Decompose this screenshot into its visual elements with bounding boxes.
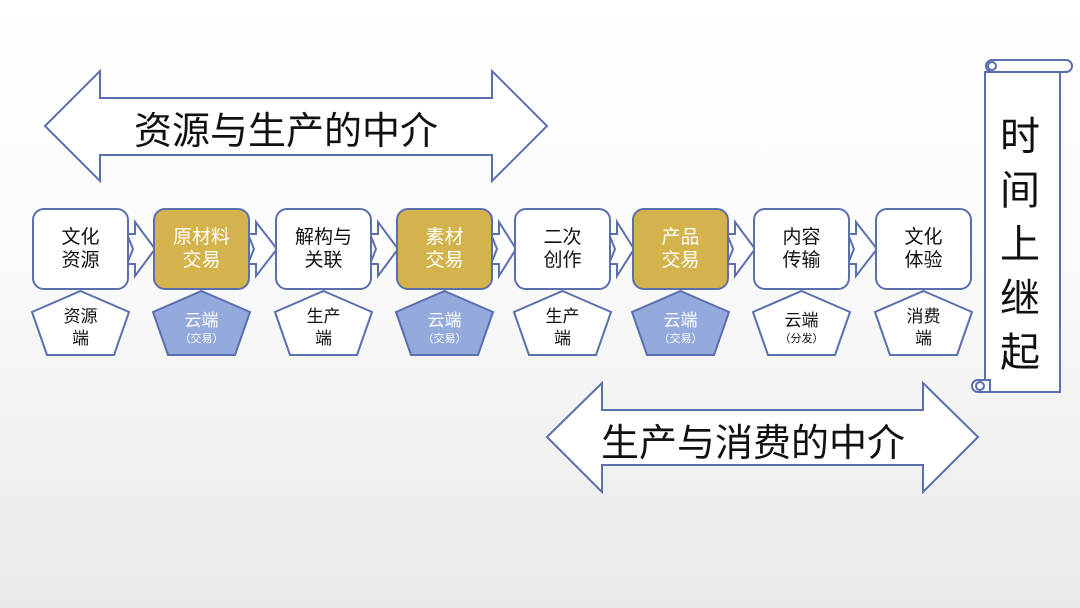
pentagon-shape — [873, 289, 974, 356]
pentagon-shape — [394, 289, 495, 356]
step-line1: 原材料 — [172, 226, 230, 248]
process-step-box: 原材料交易 — [153, 208, 250, 290]
endpoint-label: 消费端 — [875, 306, 972, 350]
step-line2: 资源 — [61, 249, 100, 271]
step-line2: 交易 — [182, 249, 221, 271]
endpoint-label: 云端（交易） — [396, 310, 493, 346]
chevron-arrow — [607, 218, 636, 280]
step-line1: 二次 — [543, 226, 582, 248]
scroll-shape — [971, 59, 1073, 393]
chevron-arrow — [368, 218, 400, 280]
chevron-arrow — [246, 219, 279, 279]
chevron-arrow — [489, 218, 518, 280]
step-line2: 交易 — [425, 249, 464, 271]
pentagon-shape — [273, 289, 374, 356]
endpoint-label: 生产端 — [514, 306, 611, 350]
step-line1: 文化 — [904, 226, 943, 248]
process-step-box: 产品交易 — [632, 208, 729, 290]
endpoint-name: 生产 — [545, 307, 580, 327]
step-line1: 解构与 — [294, 226, 352, 248]
top-double-arrow — [43, 68, 549, 184]
endpoint-note: （分发） — [779, 332, 824, 345]
endpoint-name: 云端 — [784, 311, 819, 331]
endpoint-name: 云端 — [663, 311, 698, 331]
step-line1: 文化 — [61, 226, 100, 248]
endpoint-note: （交易） — [658, 332, 703, 345]
endpoint-name: 云端 — [184, 311, 219, 331]
chevron-arrow — [725, 218, 757, 280]
endpoint-name-2: 端 — [315, 329, 332, 349]
top-arrow-label: 资源与生产的中介 — [134, 109, 439, 153]
process-step-box: 文化体验 — [875, 208, 972, 290]
endpoint-note: （交易） — [179, 332, 224, 345]
bottom-arrow-label: 生产与消费的中介 — [601, 421, 906, 465]
step-line2: 体验 — [904, 249, 943, 271]
endpoint-note: （交易） — [422, 332, 467, 345]
process-step-box: 二次创作 — [514, 208, 611, 290]
process-step-box: 素材交易 — [396, 208, 493, 290]
scroll-label: 时间上继起 — [1000, 114, 1040, 376]
pentagon-shape — [630, 289, 731, 356]
pentagon-shape — [512, 289, 613, 356]
chevron-arrow — [125, 218, 157, 280]
step-line1: 产品 — [661, 226, 700, 248]
chevron-arrow — [846, 219, 879, 279]
process-step-box: 内容传输 — [753, 208, 850, 290]
endpoint-name: 资源 — [63, 307, 98, 327]
process-step-box: 解构与关联 — [275, 208, 372, 290]
step-line1: 素材 — [425, 226, 464, 248]
process-step-box: 文化资源 — [32, 208, 129, 290]
endpoint-label: 资源端 — [32, 306, 129, 350]
endpoint-name: 生产 — [306, 307, 341, 327]
endpoint-name: 云端 — [427, 311, 462, 331]
step-line2: 交易 — [661, 249, 700, 271]
pentagon-shape — [151, 289, 252, 356]
step-line2: 传输 — [782, 249, 821, 271]
endpoint-name-2: 端 — [554, 329, 571, 349]
endpoint-name-2: 端 — [915, 329, 932, 349]
bottom-double-arrow — [545, 380, 980, 495]
endpoint-label: 生产端 — [275, 306, 372, 350]
step-line2: 创作 — [543, 249, 582, 271]
endpoint-label: 云端（交易） — [153, 310, 250, 346]
pentagon-shape — [751, 289, 852, 356]
step-line1: 内容 — [782, 226, 821, 248]
pentagon-shape — [30, 289, 131, 356]
step-line2: 关联 — [304, 249, 343, 271]
endpoint-name-2: 端 — [72, 329, 89, 349]
endpoint-label: 云端（交易） — [632, 310, 729, 346]
endpoint-label: 云端（分发） — [753, 310, 850, 346]
endpoint-name: 消费 — [906, 307, 941, 327]
